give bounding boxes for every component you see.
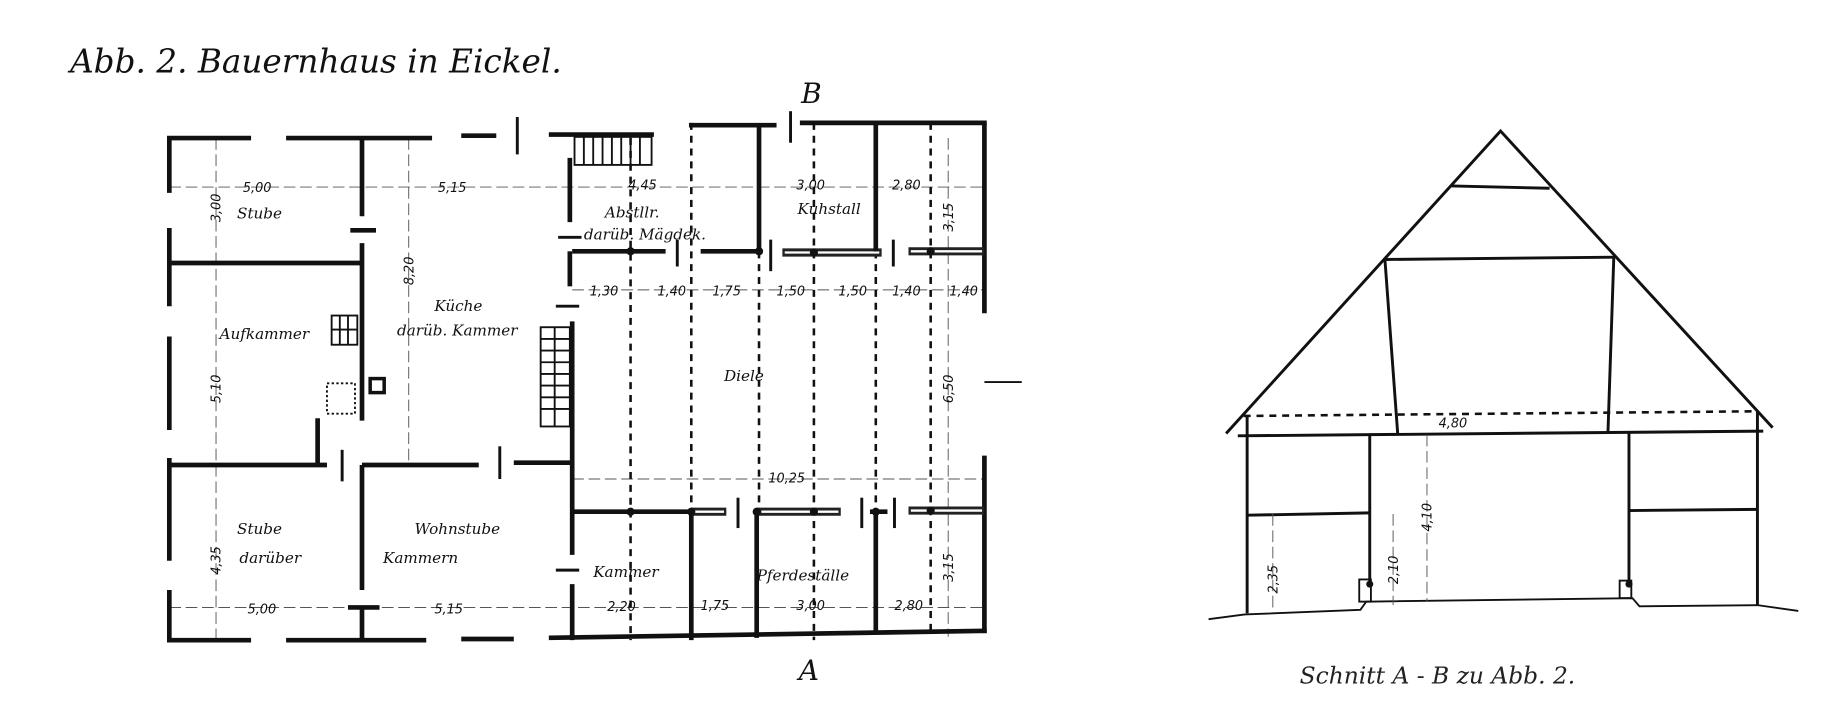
dim-label: 1,40 [949, 285, 978, 300]
dim-label: 3,15 [942, 203, 957, 232]
stair-kitchen [539, 326, 571, 428]
dim-label: 1,50 [838, 285, 867, 300]
dim-label: 2,35 [1266, 565, 1281, 594]
room-label: darüb. Mägdek. [584, 226, 706, 244]
room-labels: Stube Abstllr. darüb. Mägdek. Kuhstall K… [218, 200, 861, 585]
section-caption: Schnitt A - B zu Abb. 2. [1300, 661, 1576, 689]
room-label: Aufkammer [218, 325, 310, 343]
dim-label: 5,10 [210, 375, 225, 404]
room-label: Kammern [382, 549, 458, 567]
walls [166, 111, 1022, 643]
room-label: Diele [723, 367, 764, 385]
dim-label: 1,75 [712, 285, 741, 300]
section-span-label: 4,80 [1439, 417, 1468, 432]
cross-section: 4,80 2,35 2,10 4,10 Schnitt A - B zu Abb… [1208, 128, 1799, 689]
room-label: Kuhstall [797, 200, 861, 218]
dim-label: 1,40 [892, 285, 921, 300]
section-walls [1208, 411, 1799, 621]
room-label: Stube [237, 205, 282, 223]
roof [1225, 128, 1774, 438]
figure-title: Abb. 2. Bauernhaus in Eickel. [67, 43, 562, 81]
dim-label: 4,10 [1421, 503, 1436, 532]
section-marker-a: A [796, 654, 819, 687]
dim-label: 1,40 [657, 285, 686, 300]
room-label: darüber [239, 549, 301, 567]
dim-label: 3,00 [210, 194, 225, 223]
stair-top [573, 135, 653, 166]
dim-label: 5,00 [243, 181, 272, 196]
dim-label: 2,80 [894, 599, 923, 614]
room-label: Wohnstube [415, 520, 501, 538]
room-label: Stube [237, 520, 282, 538]
dim-label: 6,50 [942, 375, 957, 404]
dimension-lines [169, 138, 985, 641]
post-joints [626, 247, 935, 516]
dim-label: 1,50 [777, 285, 806, 300]
dim-label: 5,15 [434, 602, 463, 617]
room-label: Kammer [592, 563, 659, 581]
dim-label: 2,10 [1387, 556, 1402, 585]
room-label: Küche [433, 297, 482, 315]
room-label: darüb. Kammer [397, 321, 518, 339]
hearth-icon [368, 376, 386, 395]
dim-label: 4,45 [628, 178, 657, 193]
dim-label: 2,20 [607, 600, 636, 615]
section-dimension-lines [1272, 434, 1428, 613]
dim-label: 3,00 [796, 599, 825, 614]
dim-label: 3,15 [942, 553, 957, 582]
section-marker-b: B [800, 77, 822, 110]
dim-label: 1,75 [701, 599, 730, 614]
dim-label: 3,00 [796, 178, 825, 193]
dim-label: 4,35 [210, 546, 225, 575]
room-label: Abstllr. [603, 203, 660, 221]
dim-label: 2,80 [892, 178, 921, 193]
stair-aufkammer [326, 314, 359, 415]
floor-plan: B A Stube Abstllr. darüb. Mägdek. Kuhsta… [166, 77, 1022, 687]
dim-label: 8,20 [402, 257, 417, 286]
dimension-labels: 5,00 5,15 4,45 3,00 2,80 1,30 1,40 1,75 … [210, 178, 978, 617]
dim-label: 10,25 [768, 472, 805, 487]
dim-label: 5,00 [248, 602, 277, 617]
dim-label: 5,15 [438, 181, 467, 196]
dashed-post-lines [629, 122, 932, 641]
room-label: Pferdeställe [756, 567, 849, 585]
dim-label: 1,30 [590, 285, 619, 300]
